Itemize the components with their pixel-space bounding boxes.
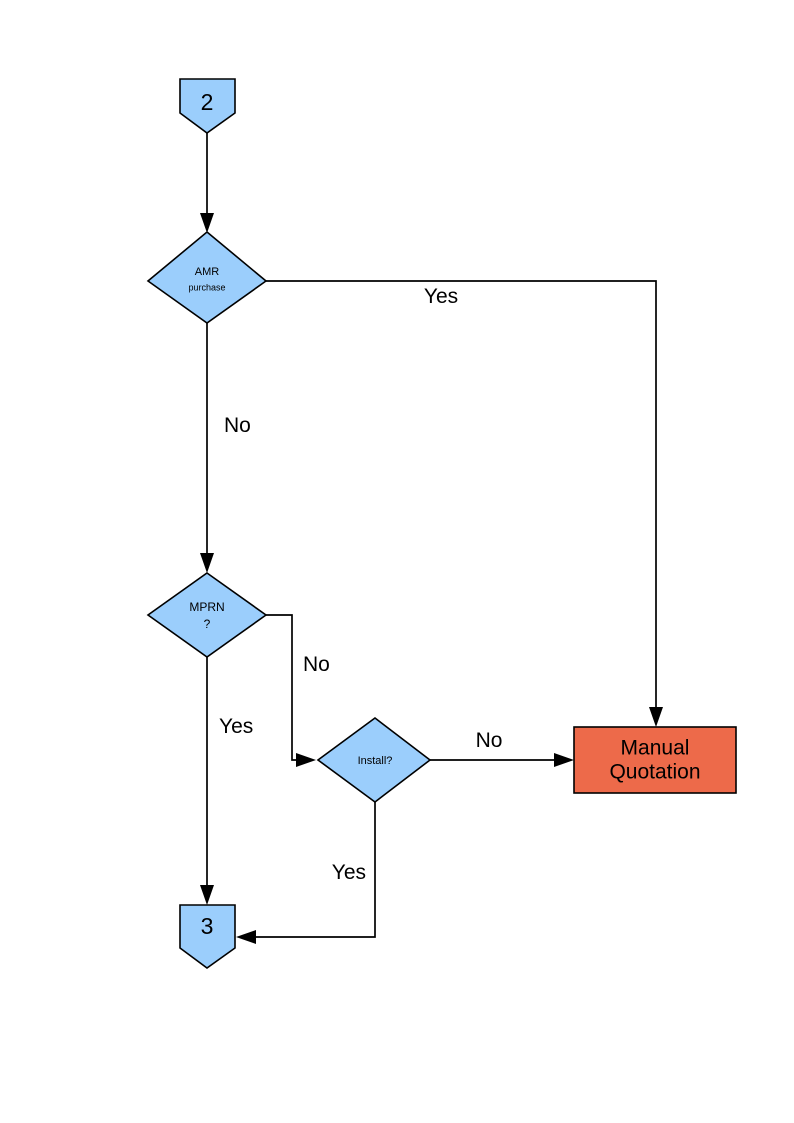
- diamond-shape[interactable]: [146, 572, 268, 658]
- mprn-decision-label-line1: MPRN: [189, 600, 224, 614]
- edge-label-mprn-no: No: [303, 653, 330, 676]
- pentagon-connector-shape[interactable]: [179, 78, 236, 134]
- edge-amr-yes: [266, 280, 663, 727]
- manual-quotation-label-line1: Manual: [621, 737, 690, 760]
- edge-label-amr-yes: Yes: [424, 285, 458, 308]
- edge-install-yes: [236, 802, 376, 944]
- arrowhead-icon: [200, 553, 214, 573]
- arrowhead-icon: [554, 753, 574, 767]
- edge-label-install-yes: Yes: [332, 861, 366, 884]
- edge-mprn-yes: [200, 657, 214, 905]
- edge-start-to-amr: [200, 133, 214, 233]
- pentagon-connector-shape[interactable]: [179, 904, 236, 969]
- node-manual-quotation-process[interactable]: Manual Quotation: [573, 726, 737, 794]
- manual-quotation-label-line2: Quotation: [609, 761, 700, 784]
- edge-line: [252, 802, 376, 938]
- edge-install-no: [430, 753, 574, 767]
- edge-mprn-no: [266, 614, 316, 767]
- diamond-shape[interactable]: [316, 716, 432, 804]
- node-amr-purchase-decision[interactable]: AMR purchase: [146, 230, 268, 324]
- arrowhead-icon: [200, 213, 214, 233]
- edge-line: [266, 614, 300, 761]
- amr-decision-label-line1: AMR: [195, 266, 220, 278]
- process-rect-shape[interactable]: [573, 726, 737, 794]
- node-end-connector[interactable]: 3: [179, 904, 236, 969]
- node-install-decision[interactable]: Install?: [316, 716, 432, 804]
- mprn-decision-label-line2: ?: [204, 617, 211, 631]
- arrowhead-icon: [200, 885, 214, 905]
- edge-line: [266, 280, 657, 712]
- diamond-shape[interactable]: [146, 230, 268, 324]
- arrowhead-icon: [296, 753, 316, 767]
- install-decision-label: Install?: [358, 755, 393, 767]
- node-mprn-decision[interactable]: MPRN ?: [146, 572, 268, 658]
- edge-label-install-no: No: [476, 729, 503, 752]
- arrowhead-icon: [236, 930, 256, 944]
- node-start-connector[interactable]: 2: [179, 78, 236, 134]
- edge-label-mprn-yes: Yes: [219, 715, 253, 738]
- start-connector-label: 2: [201, 89, 214, 115]
- edge-amr-no: [200, 323, 214, 573]
- amr-decision-label-line2: purchase: [188, 282, 225, 292]
- arrowhead-icon: [649, 707, 663, 727]
- edge-label-amr-no: No: [224, 414, 251, 437]
- end-connector-label: 3: [201, 913, 214, 939]
